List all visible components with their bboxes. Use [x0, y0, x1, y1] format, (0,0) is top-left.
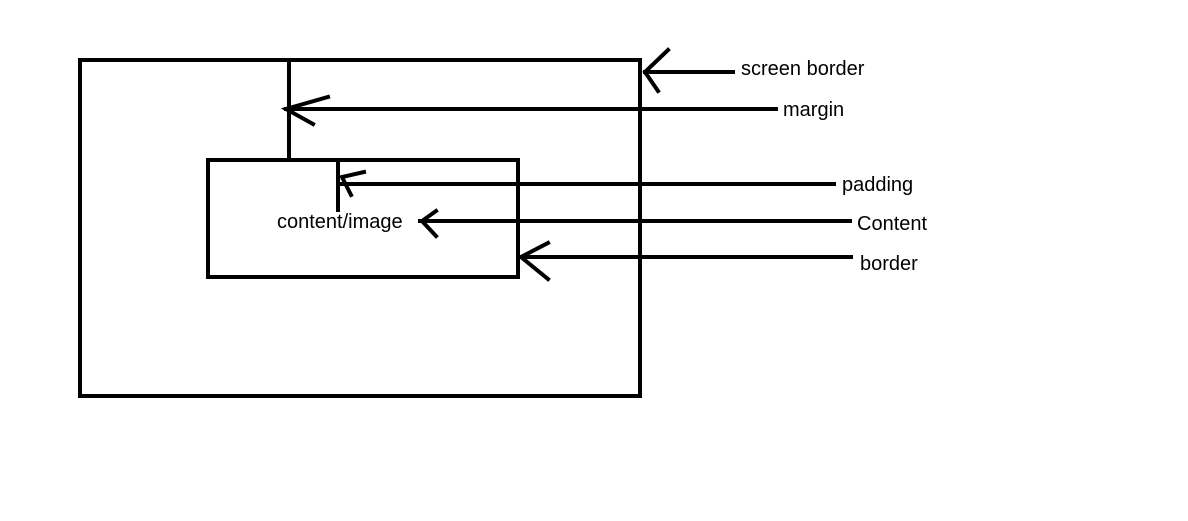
screen-border-arrow — [642, 47, 735, 94]
screen-border-label: screen border — [741, 58, 865, 80]
border-arrow — [517, 240, 853, 282]
screen-border-box — [78, 58, 642, 398]
padding-label: padding — [842, 174, 913, 196]
padding-arrow — [339, 169, 836, 198]
content-label: Content — [857, 213, 927, 235]
margin-label: margin — [783, 99, 844, 121]
border-label: border — [860, 253, 918, 275]
margin-arrow — [280, 94, 778, 127]
content-image-text: content/image — [277, 211, 403, 233]
content-arrow — [418, 208, 852, 239]
element-border-box — [206, 158, 520, 279]
